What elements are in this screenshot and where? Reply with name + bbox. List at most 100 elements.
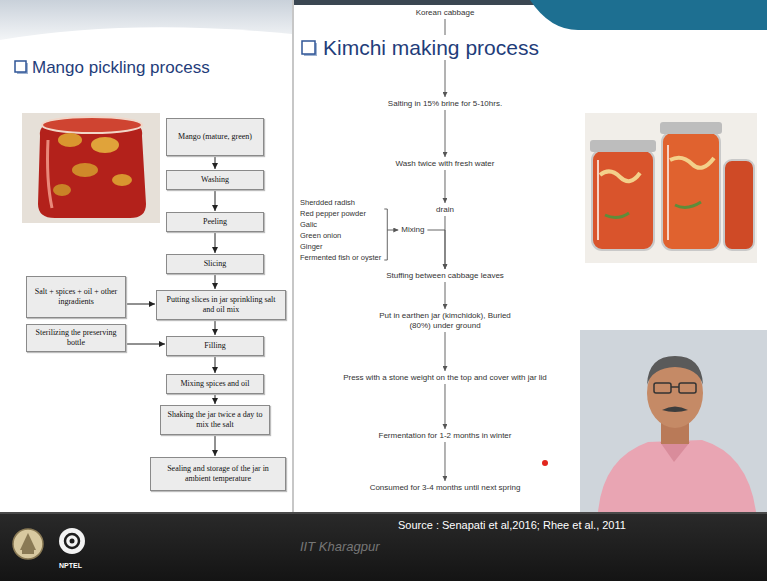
node-text: drain xyxy=(436,205,454,215)
kimchi-photo xyxy=(590,140,656,152)
mango-pickle-photo xyxy=(22,113,160,223)
node-text: Wash twice with fresh water xyxy=(396,159,495,169)
flow-arrow xyxy=(215,356,216,373)
process-box: Mixing spices and oil xyxy=(166,374,264,394)
mango-pickle-photo xyxy=(22,113,160,223)
slide-title: Mango pickling process xyxy=(32,58,210,78)
watermark: IIT Kharagpur xyxy=(300,539,380,555)
step-text: Fermentation for 1-2 months in winter xyxy=(377,430,514,442)
node-text: Mixing spices and oil xyxy=(180,379,249,389)
source-note: Source : Senapati et al,2016; Rhee et al… xyxy=(398,519,626,532)
node-text: Salt + spices + oil + other ingradients xyxy=(30,287,122,306)
mango-pickle-photo xyxy=(91,137,119,153)
kimchi-photo xyxy=(605,213,629,218)
flow-arrow xyxy=(427,230,445,269)
node-text: Red pepper powder xyxy=(300,208,381,219)
mango-pickle-photo xyxy=(48,140,53,208)
process-box: Sterilizing the preserving bottle xyxy=(26,324,126,352)
flow-arrow xyxy=(444,170,445,203)
step-text: Put in earthen jar (kimchidok), Buried (… xyxy=(375,310,515,332)
node-text: Sealing and storage of the jar in ambien… xyxy=(154,464,282,483)
process-box: Slicing xyxy=(166,254,264,274)
flow-arrow xyxy=(215,156,216,169)
mango-pickle-photo xyxy=(112,174,132,186)
left-header xyxy=(0,0,292,40)
node-text: Slicing xyxy=(204,259,227,269)
kimchi-photo xyxy=(670,158,714,168)
node-text: Press with a stone weight on the top and… xyxy=(343,373,547,383)
kimchi-photo xyxy=(662,132,720,250)
kimchi-photo xyxy=(600,171,640,181)
footer-bar xyxy=(0,512,767,581)
laser-dot xyxy=(542,460,548,466)
flow-arrow xyxy=(384,209,398,260)
node-text: Sterilizing the preserving bottle xyxy=(30,328,122,347)
process-box: Sealing and storage of the jar in ambien… xyxy=(150,457,286,491)
flow-arrow xyxy=(445,110,446,157)
flow-arrow xyxy=(445,332,446,371)
flow-arrow xyxy=(215,320,216,335)
node-text: Salting in 15% brine for 5-10hrs. xyxy=(388,99,502,109)
node-text: Shaking the jar twice a day to mix the s… xyxy=(164,410,266,429)
flow-arrow xyxy=(215,190,216,211)
logo-text: NPTEL xyxy=(59,562,82,570)
node-text: Galic xyxy=(300,219,381,230)
node-text: Mango (mature, green) xyxy=(178,132,252,142)
lecturer-video xyxy=(671,386,679,388)
lecturer-video xyxy=(654,383,671,393)
step-text: Mixing xyxy=(399,224,426,236)
step-text: Korean cabbage xyxy=(414,7,477,19)
lecturer-video xyxy=(662,407,688,413)
node-text: Putting slices in jar sprinkling salt an… xyxy=(160,295,282,314)
node-text: Korean cabbage xyxy=(416,8,475,18)
kimchi-photo xyxy=(667,145,669,240)
iit-emblem xyxy=(20,533,36,550)
step-text: Wash twice with fresh water xyxy=(394,158,497,170)
nptel-logo xyxy=(70,539,75,544)
mango-pickle-photo xyxy=(38,122,146,218)
flow-arrow xyxy=(444,384,445,429)
title-bullet xyxy=(302,41,315,54)
process-box: Filling xyxy=(166,336,264,356)
flow-arrow xyxy=(444,442,445,481)
process-box: Peeling xyxy=(166,212,264,232)
flow-arrow xyxy=(215,394,216,404)
nptel-logo xyxy=(59,528,85,554)
lecturer-video xyxy=(598,440,756,512)
kimchi-photo xyxy=(585,113,757,263)
lecturer-video xyxy=(647,356,703,385)
footer-bar xyxy=(0,512,767,514)
node-text: Fermented fish or oyster xyxy=(300,252,381,263)
node-text: Filling xyxy=(204,341,225,351)
process-box: Washing xyxy=(166,170,264,190)
kimchi-photo xyxy=(585,113,757,263)
iit-emblem xyxy=(22,550,34,554)
lecturer-video xyxy=(580,330,767,512)
kimchi-photo xyxy=(592,150,654,250)
lecturer-video xyxy=(660,442,690,462)
node-text: Consumed for 3-4 months until next sprin… xyxy=(370,483,521,493)
process-box: Putting slices in jar sprinkling salt an… xyxy=(156,290,286,320)
kimchi-photo xyxy=(724,160,754,250)
iit-emblem xyxy=(13,529,43,559)
lecturer-video xyxy=(679,383,696,393)
flow-arrow xyxy=(215,435,216,456)
process-box: Shaking the jar twice a day to mix the s… xyxy=(160,405,270,435)
step-text: drain xyxy=(434,204,456,216)
flow-arrow xyxy=(445,282,446,309)
ingredient-list: Sherdded radishRed pepper powderGalicGre… xyxy=(298,196,383,264)
flow-arrow xyxy=(126,304,155,305)
right-header xyxy=(294,0,767,30)
node-text: Fermentation for 1-2 months in winter xyxy=(379,431,512,441)
kimchi-photo xyxy=(597,160,599,240)
step-text: Stuffing between cabbage leaves xyxy=(384,270,506,282)
flow-arrow xyxy=(126,344,165,345)
node-text: Put in earthen jar (kimchidok), Buried (… xyxy=(377,311,513,331)
nptel-logo xyxy=(59,528,85,554)
step-text: Press with a stone weight on the top and… xyxy=(341,372,549,384)
step-text: Consumed for 3-4 months until next sprin… xyxy=(368,482,523,494)
node-text: Sherdded radish xyxy=(300,197,381,208)
title-bullet xyxy=(15,61,26,72)
node-text: Green onion xyxy=(300,230,381,241)
nptel-logo xyxy=(65,534,79,548)
